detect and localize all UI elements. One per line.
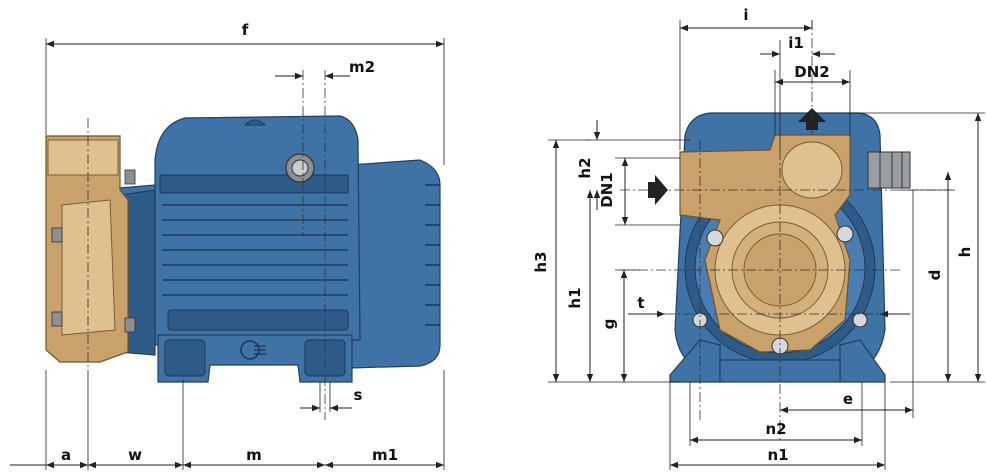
dim-DN1-label: DN1 (598, 172, 616, 207)
bolt-icon (51, 227, 63, 243)
bolt-icon (836, 225, 854, 243)
pump-casing-side (45, 135, 136, 363)
bolt-icon (51, 311, 63, 327)
dim-g-label: g (600, 319, 618, 330)
dim-i1-label: i1 (788, 34, 804, 52)
dim-n2-label: n2 (765, 420, 786, 438)
side-view: f m2 s a w m m1 (10, 21, 445, 470)
dim-h2-label: h2 (576, 157, 594, 178)
dim-a-label: a (61, 446, 71, 464)
bolt-icon (124, 169, 136, 185)
motor-fan-cover (349, 159, 441, 369)
bolt-icon (124, 317, 136, 333)
cable-gland-icon (867, 151, 911, 189)
dim-h-label: h (956, 247, 974, 258)
motor-body (154, 115, 361, 346)
dim-n1-label: n1 (767, 446, 788, 464)
dim-m-label: m (246, 446, 262, 464)
front-foot-left (669, 339, 721, 383)
dim-t-label: t (637, 294, 644, 312)
dim-e-label: e (843, 390, 853, 408)
bolt-icon (852, 312, 868, 328)
front-view: i i1 DN2 h2 DN1 h3 h1 g (532, 6, 985, 470)
dim-s-label: s (354, 386, 363, 404)
dim-m2-label: m2 (349, 58, 375, 76)
pump-casing-front (679, 134, 868, 355)
dim-h1-label: h1 (566, 287, 584, 308)
dim-d-label: d (926, 270, 944, 281)
dim-DN2-label: DN2 (794, 63, 829, 81)
motor-base (157, 334, 353, 383)
lifting-eye-icon (243, 119, 267, 126)
brand-logo-icon (240, 340, 266, 360)
dim-f-label: f (242, 21, 249, 39)
bolt-icon (706, 229, 724, 247)
dim-w-label: w (128, 446, 142, 464)
dim-m1-label: m1 (372, 446, 398, 464)
dim-h3-label: h3 (532, 251, 550, 272)
dim-i-label: i (743, 6, 748, 24)
